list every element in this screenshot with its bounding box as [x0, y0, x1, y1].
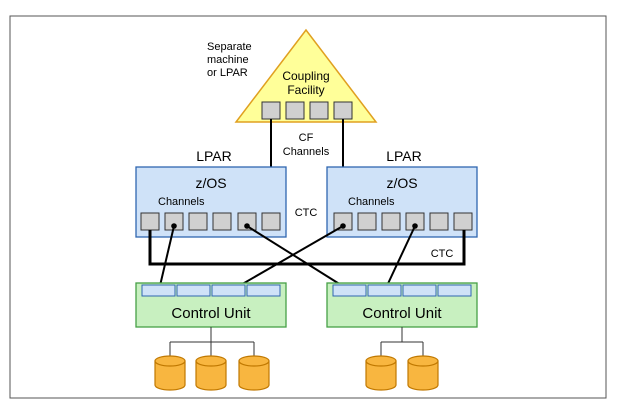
ctc-label: CTC: [431, 248, 454, 260]
cf-side-note-line1: Separate: [207, 41, 252, 53]
cf-ports: [261, 101, 353, 120]
lpar-channels-label: Channels: [348, 196, 395, 208]
lpar-os-label: z/OS: [195, 175, 226, 191]
cu-port: [141, 284, 176, 297]
cu-port: [402, 284, 437, 297]
cu-port: [211, 284, 246, 297]
lpar-heading: LPAR: [386, 148, 422, 164]
cf-channels-label-line2: Channels: [283, 146, 330, 158]
cu-port: [176, 284, 211, 297]
cf-port: [285, 101, 305, 120]
disk-cylinder-icon: [195, 355, 227, 391]
cf-port: [333, 101, 353, 120]
control-unit-ports: [332, 284, 472, 297]
disk-cylinder-icon: [407, 355, 439, 391]
disk-cylinder-icon: [154, 355, 186, 391]
coupling-facility-title-line2: Facility: [287, 83, 324, 97]
disk-cylinder-icon: [238, 355, 270, 391]
cu-port: [246, 284, 281, 297]
connection-dot: [340, 223, 346, 229]
control-unit-label: Control Unit: [171, 305, 251, 322]
cf-channels-label-line1: CF: [299, 132, 314, 144]
lpar-channel-ports: [333, 212, 473, 231]
channel-port: [188, 212, 208, 231]
lpar-box: [135, 166, 287, 238]
channel-port: [429, 212, 449, 231]
channel-port: [140, 212, 160, 231]
cu-port: [367, 284, 402, 297]
coupling-facility-triangle: [234, 28, 378, 123]
connection-dot: [412, 223, 418, 229]
channel-port: [357, 212, 377, 231]
channel-port: [333, 212, 353, 231]
channel-port: [405, 212, 425, 231]
disk-cylinder-icon: [365, 355, 397, 391]
coupling-facility-title-line1: Coupling: [282, 69, 329, 83]
channel-link: [246, 225, 350, 291]
cf-side-note-line3: or LPAR: [207, 67, 248, 79]
channel-link: [158, 225, 175, 291]
connection-dot: [244, 223, 250, 229]
cf-side-note-line2: machine: [207, 54, 249, 66]
connection-dot: [171, 223, 177, 229]
lpar-os-label: z/OS: [386, 175, 417, 191]
cu-port: [332, 284, 367, 297]
channel-port: [453, 212, 473, 231]
lpar-channels-label: Channels: [158, 196, 205, 208]
cf-port: [309, 101, 329, 120]
channel-port: [237, 212, 257, 231]
control-unit-label: Control Unit: [362, 305, 442, 322]
cu-port: [437, 284, 472, 297]
cf-port: [261, 101, 281, 120]
disk-connector-tree: [169, 327, 255, 356]
channel-port: [381, 212, 401, 231]
lpar-heading: LPAR: [196, 148, 232, 164]
control-unit-ports: [141, 284, 281, 297]
channel-port: [261, 212, 281, 231]
channel-port: [212, 212, 232, 231]
disk-connector-tree: [380, 327, 424, 356]
ctc-label: CTC: [295, 207, 318, 219]
channel-link: [384, 225, 416, 291]
channel-link: [231, 225, 344, 291]
